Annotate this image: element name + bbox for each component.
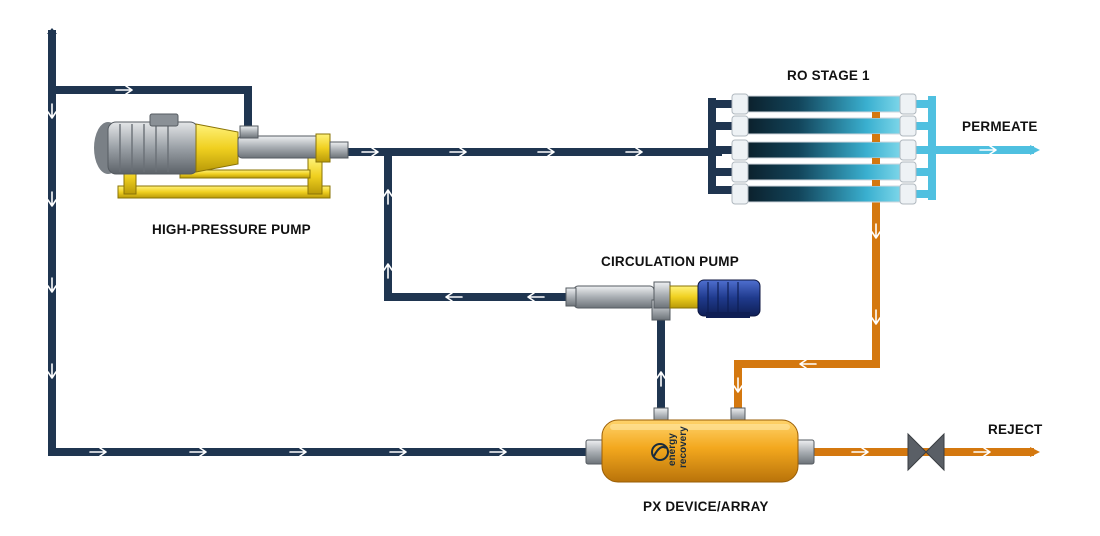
high-pressure-pump-icon — [94, 113, 349, 199]
flow-arrow-icon — [115, 85, 133, 95]
flow-arrow-icon — [361, 147, 379, 157]
flow-arrow-icon — [851, 447, 869, 457]
hp-pump-label: HIGH-PRESSURE PUMP — [152, 222, 311, 237]
flow-arrow-icon — [973, 447, 991, 457]
feed-main-vertical-pipe — [48, 30, 594, 456]
flow-arrow-icon — [625, 147, 643, 157]
ro-feed-manifold-pipe — [708, 98, 744, 194]
circulation-pump-label: CIRCULATION PUMP — [601, 254, 739, 269]
ro-vessel — [731, 139, 917, 161]
flow-arrow-icon — [47, 277, 57, 293]
brine-pipes — [734, 108, 1034, 456]
flow-arrow-icon — [383, 263, 393, 279]
reject-valve-icon — [907, 432, 945, 472]
px-pressure-exchanger-icon: energy recovery — [585, 407, 815, 483]
px-device-label: PX DEVICE/ARRAY — [643, 499, 769, 514]
feed-pipes — [48, 30, 744, 456]
energy-recovery-logo: energy recovery — [651, 426, 689, 468]
ro-vessel — [731, 161, 917, 183]
flow-arrow-icon — [979, 145, 997, 155]
feed-inlet-arrowhead — [47, 28, 57, 34]
flow-arrow-icon — [871, 309, 881, 325]
flow-arrow-icon — [799, 359, 817, 369]
permeate-label: PERMEATE — [962, 119, 1038, 134]
flow-arrow-icon — [47, 363, 57, 379]
flow-arrow-icon — [189, 447, 207, 457]
flow-arrow-icon — [383, 189, 393, 205]
flow-arrow-icon — [47, 103, 57, 119]
flow-arrow-icon — [527, 292, 545, 302]
flow-arrow-icon — [656, 371, 666, 387]
flow-arrow-icon — [289, 447, 307, 457]
permeate-pipes — [902, 96, 1040, 200]
logo-text-recovery: recovery — [678, 426, 689, 468]
flow-arrow-icon — [871, 223, 881, 239]
ro-vessel — [731, 183, 917, 205]
flow-arrow-icon — [733, 377, 743, 393]
ro-vessel — [731, 93, 917, 115]
flow-arrow-icon — [47, 191, 57, 207]
flow-arrow-icon — [445, 292, 463, 302]
flow-arrow-icon — [537, 147, 555, 157]
flow-arrow-icon — [489, 447, 507, 457]
permeate-outlet-arrowhead — [1030, 145, 1040, 155]
ro-membrane-vessels-icon — [731, 93, 917, 205]
ro-vessel — [731, 115, 917, 137]
logo-text-energy: energy — [667, 433, 678, 466]
circulation-loop-pipe — [384, 148, 584, 301]
ro-stage-label: RO STAGE 1 — [787, 68, 870, 83]
flow-arrow-icon — [89, 447, 107, 457]
flow-arrows — [47, 85, 997, 457]
flow-arrow-icon — [389, 447, 407, 457]
reject-label: REJECT — [988, 422, 1043, 437]
circulation-pump-icon — [565, 279, 761, 321]
reject-outlet-arrowhead — [1030, 447, 1040, 457]
flow-arrow-icon — [449, 147, 467, 157]
